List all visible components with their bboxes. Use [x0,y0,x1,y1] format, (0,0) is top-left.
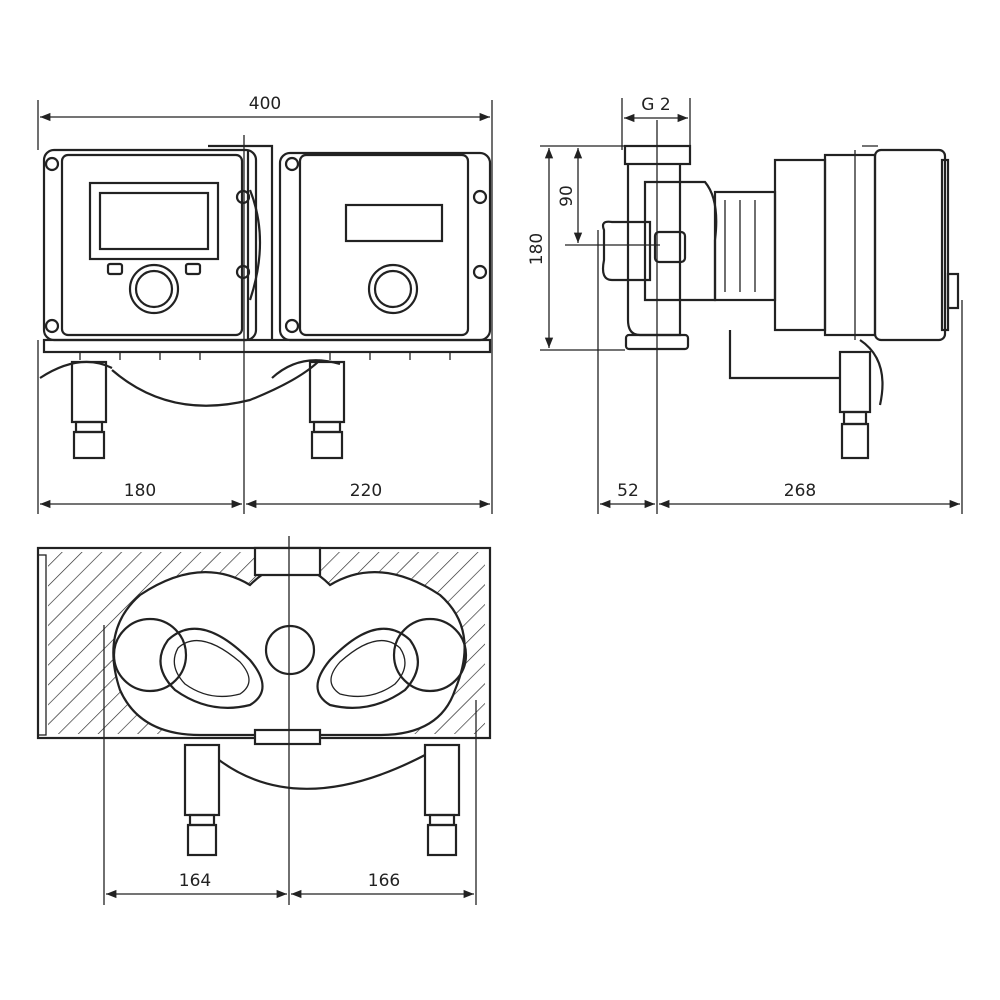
dim-label-400: 400 [249,94,281,114]
dim-label-180-height: 180 [527,233,547,265]
dim-label-g2: G 2 [641,95,670,115]
right-pressure-sensor [271,359,346,460]
dim-label-164: 164 [179,871,211,891]
dim-label-180: 180 [124,481,156,501]
left-key-1 [106,262,124,276]
left-control-module [42,148,258,342]
left-pressure-sensor [39,360,113,460]
screw-icon [44,156,60,172]
left-display [88,181,220,261]
dim-label-268: 268 [784,481,816,501]
dim-label-220: 220 [350,481,382,501]
dim-label-166: 166 [368,871,400,891]
front-view: 400 [37,94,493,514]
pump-housing-side [601,144,777,351]
left-control-knob [128,263,180,315]
side-pressure-sensor [728,330,884,460]
motor-electronics-side [773,145,960,342]
right-volute [316,627,419,709]
right-control-knob [367,263,419,315]
center-port [264,624,316,676]
dim-label-52: 52 [617,481,639,501]
top-left-sensor [183,743,221,857]
right-control-module [278,151,492,342]
side-view: G 2 90 180 [527,95,963,514]
top-view: 164 166 [36,536,492,905]
right-display [344,203,444,243]
top-sensor-cable [218,754,426,790]
top-right-sensor [423,743,461,857]
left-key-2 [184,262,202,276]
dim-label-90: 90 [557,185,577,207]
